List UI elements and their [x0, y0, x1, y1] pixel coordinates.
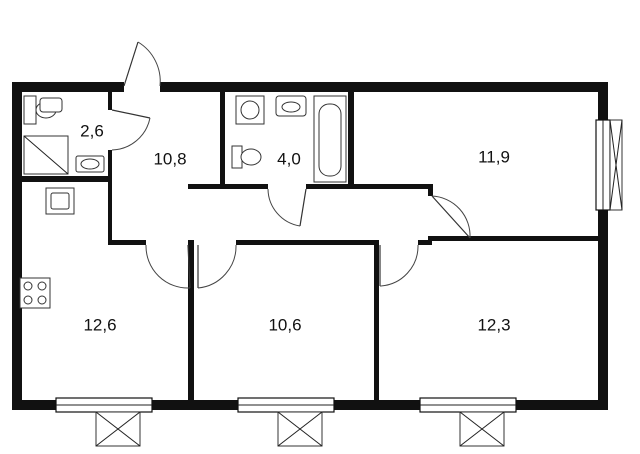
doors [111, 41, 471, 289]
room-area-bedroom-1: 11,9 [478, 147, 510, 166]
wall-bed3-top [418, 240, 432, 245]
room-area-hall: 10,8 [153, 149, 186, 168]
bathtub-icon [313, 95, 347, 183]
sink-icon [275, 95, 307, 117]
wall-bath-left [220, 92, 225, 188]
wall-wc-right-bottom [108, 150, 112, 182]
room-area-kitchen: 12,6 [83, 315, 116, 334]
wall-right-upper [598, 82, 608, 120]
wall-bath-right [348, 92, 354, 188]
wall-bottom-2 [152, 400, 238, 410]
interior-walls [12, 92, 608, 400]
wall-wc-right-top [108, 92, 112, 110]
wall-bed2-top [236, 240, 376, 245]
window-icon [419, 397, 517, 447]
exterior-walls [12, 82, 608, 410]
door-swing-icon [379, 244, 419, 287]
washing-machine-icon [235, 95, 265, 125]
wall-bed2-bed3 [374, 240, 379, 400]
door-swing-icon [197, 244, 237, 289]
fixtures [19, 95, 347, 309]
wall-kitchen-hall [108, 182, 112, 244]
wall-kitchen-bed2 [188, 240, 194, 400]
wall-top-left [12, 82, 124, 92]
wall-bottom-3 [334, 400, 420, 410]
door-swing-icon [123, 41, 161, 87]
room-area-bathroom: 4,0 [277, 149, 301, 168]
wall-right-lower [598, 210, 608, 410]
room-area-bedroom-2: 10,6 [268, 315, 301, 334]
wall-bottom-4 [516, 400, 608, 410]
wall-bedroom1-jamb [428, 184, 433, 196]
shower-tray-icon [23, 135, 69, 175]
room-area-wc: 2,6 [80, 121, 104, 140]
wall-bath-bottom-left [220, 184, 268, 189]
wall-top-right [160, 82, 608, 92]
wall-bath-bottom-right [306, 184, 354, 189]
windows [55, 119, 623, 447]
stove-icon [19, 277, 51, 309]
wall-bottom-1 [12, 400, 56, 410]
wall-hall-bottom-left [108, 240, 146, 245]
window-icon [237, 397, 335, 447]
toilet-icon [231, 145, 262, 169]
sink-icon [75, 155, 105, 173]
room-area-bedroom-3: 12,3 [477, 315, 510, 334]
wall-bedroom1-top [354, 184, 432, 189]
sink-icon [39, 97, 63, 113]
window-icon [595, 119, 623, 211]
area-labels: 2,6 10,8 4,0 11,9 12,6 10,6 12,3 [80, 121, 510, 334]
sink-icon [45, 187, 75, 215]
door-swing-icon [431, 195, 471, 239]
wall-hall-stub [188, 184, 220, 189]
wall-bedroom1-bottom [428, 236, 608, 241]
door-swing-icon [267, 188, 307, 227]
wall-wc-bottom [12, 176, 110, 182]
wall-left [12, 82, 22, 410]
door-swing-icon [111, 109, 151, 151]
door-swing-icon [145, 244, 191, 289]
window-icon [55, 397, 153, 447]
